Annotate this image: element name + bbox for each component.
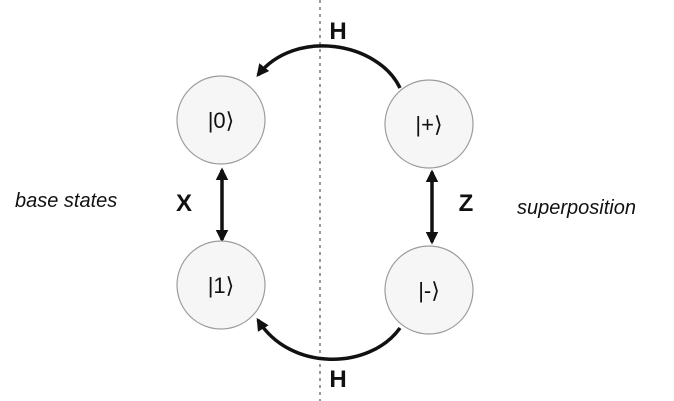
top-h-arrow [256, 44, 402, 89]
state-minus-circle [384, 245, 474, 335]
state-zero-circle [176, 75, 266, 165]
superposition-label: superposition [517, 197, 636, 219]
state-one-circle [176, 240, 266, 330]
bottom-h-arrow [256, 317, 402, 361]
state-plus-label: |+⟩ [415, 112, 442, 137]
gate-label-bottom-h: H [329, 366, 346, 393]
state-node-zero: |0⟩ [176, 75, 266, 165]
gate-label-top-h: H [329, 18, 346, 45]
state-one-label: |1⟩ [208, 273, 235, 298]
state-node-minus: |-⟩ [384, 245, 474, 335]
gate-label-x: X [176, 190, 192, 217]
base-states-label: base states [15, 190, 117, 212]
state-node-plus: |+⟩ [384, 79, 474, 169]
state-node-one: |1⟩ [176, 240, 266, 330]
state-minus-label: |-⟩ [418, 278, 440, 303]
state-plus-circle [384, 79, 474, 169]
gate-label-z: Z [459, 190, 474, 217]
state-zero-label: |0⟩ [208, 108, 235, 133]
